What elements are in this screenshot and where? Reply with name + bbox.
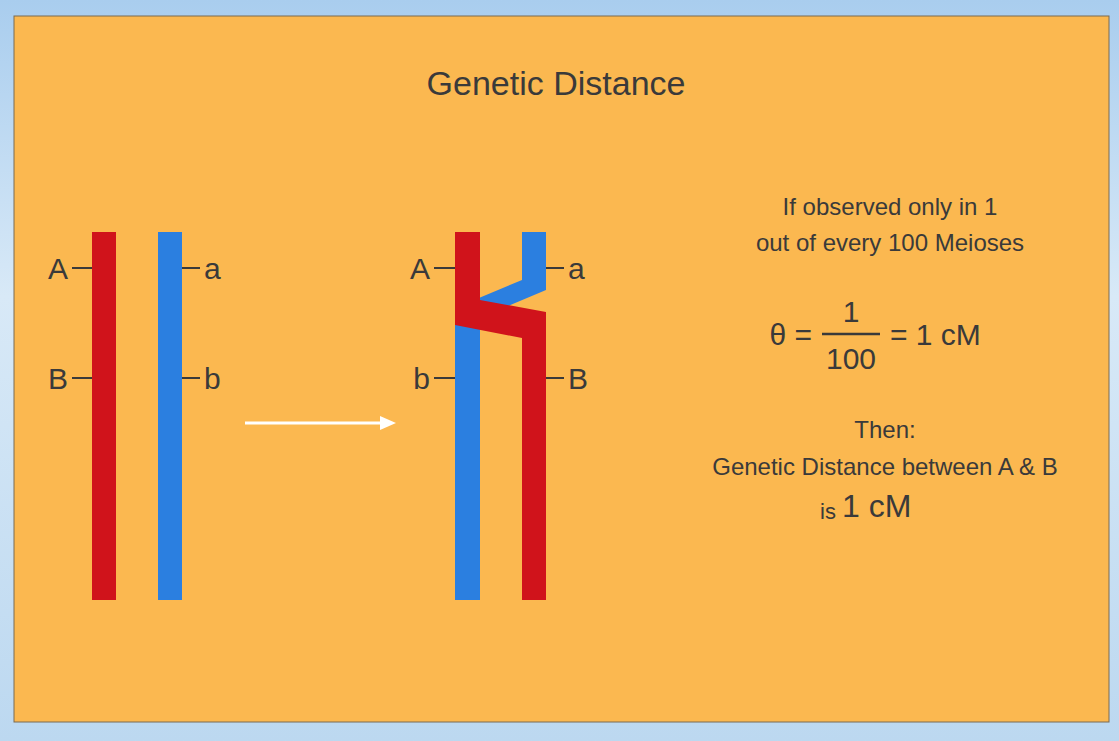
formula-text: = 1 cM [890,318,981,351]
locus-label: A [48,252,68,285]
fraction-denominator: 100 [826,342,876,375]
result-value: 1 cM [842,489,911,524]
fraction-numerator: 1 [843,295,860,328]
note-text: Then: [854,417,915,443]
locus-tick [72,377,92,379]
arrow-shaft [245,422,382,425]
note-text: out of every 100 Meioses [756,230,1024,256]
arrow-head [380,416,396,430]
locus-label: B [568,362,588,395]
slide-title: Genetic Distance [427,65,686,102]
locus-label: B [48,362,68,395]
locus-label: a [568,252,585,285]
locus-tick [72,267,92,269]
red-chromosome [455,232,546,600]
red-chromosome [92,232,116,600]
blue-chromosome [158,232,182,600]
locus-tick [182,377,200,379]
locus-tick [434,267,455,269]
blue-chromosome [455,232,546,600]
locus-label: a [204,252,221,285]
fraction-bar [822,333,880,336]
locus-label: b [413,362,430,395]
locus-tick [182,267,200,269]
note-text: If observed only in 1 [783,194,998,220]
note-text: Genetic Distance between A & B [712,454,1058,480]
locus-label: b [204,362,221,395]
locus-tick [546,267,564,269]
locus-tick [546,377,564,379]
formula-text: θ = [769,318,812,351]
locus-label: A [410,252,430,285]
note-text: is [820,500,836,524]
locus-tick [434,377,455,379]
slide-panel [14,16,1109,722]
